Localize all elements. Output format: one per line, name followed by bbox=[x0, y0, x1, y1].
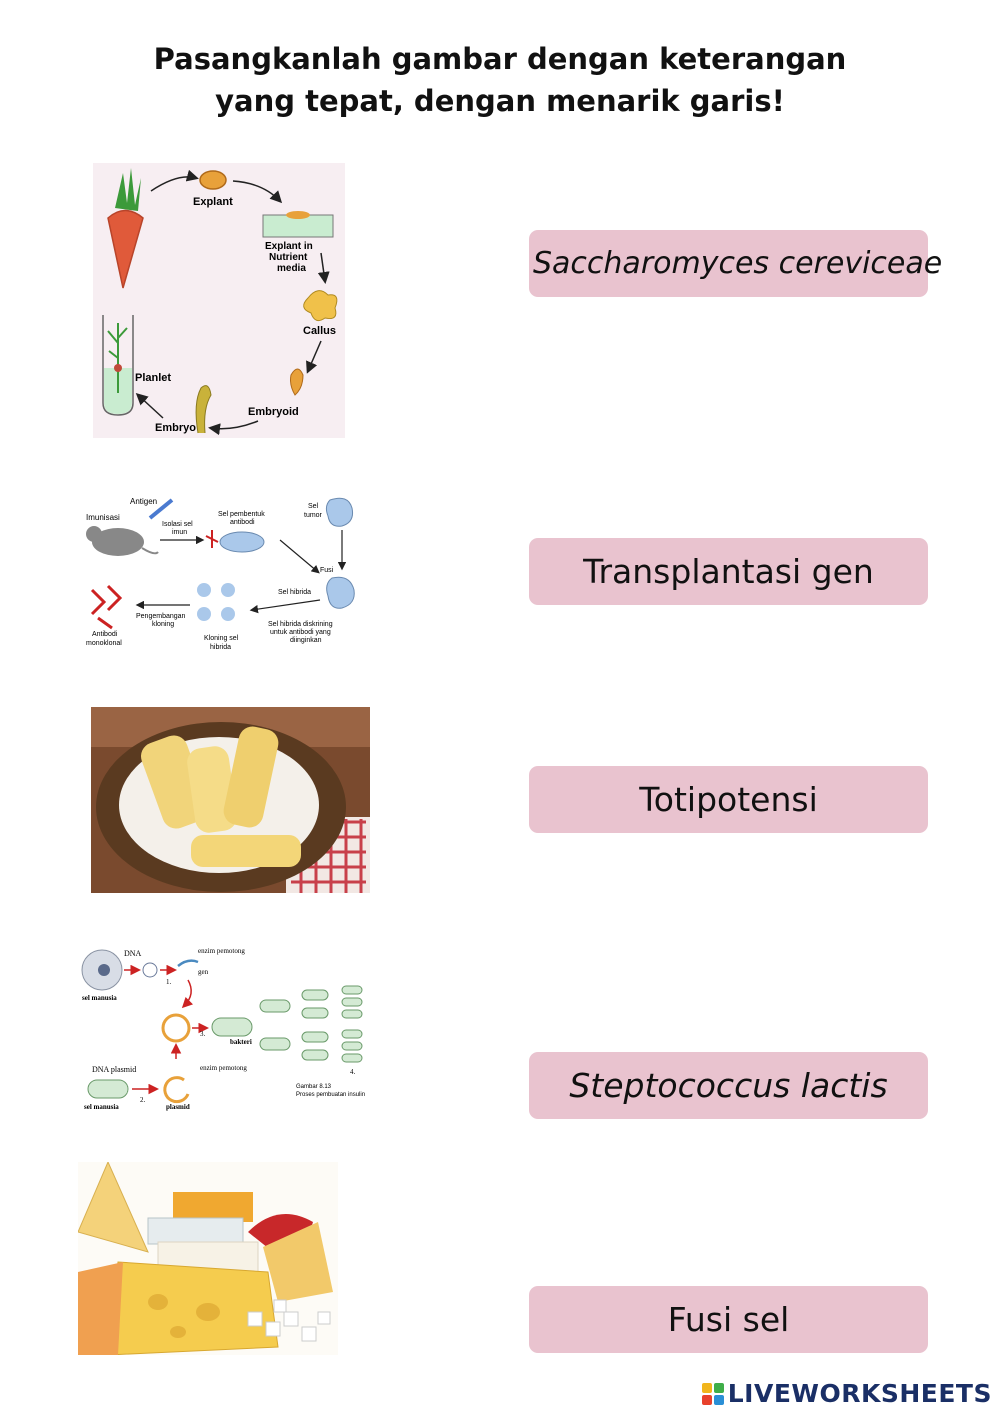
dna-text: DNA bbox=[124, 949, 142, 958]
imunisasi-text: Imunisasi bbox=[86, 513, 120, 522]
gambar-text-2: Proses pembuatan insulin bbox=[296, 1092, 365, 1098]
step-3-text: 3. bbox=[200, 1030, 206, 1038]
hybrid-clones-icon bbox=[197, 583, 235, 621]
label-steptococcus-text: Steptococcus lactis bbox=[569, 1066, 888, 1105]
diskrining-text-2: untuk antibodi yang bbox=[270, 629, 331, 636]
label-transplantasi-gen-text: Transplantasi gen bbox=[583, 552, 874, 591]
label-totipotensi[interactable]: Totipotensi bbox=[529, 766, 928, 833]
pengembangan-text-1: Pengembangan bbox=[136, 613, 186, 620]
cheese-photo[interactable] bbox=[78, 1162, 338, 1355]
carrot-icon bbox=[107, 168, 144, 289]
label-fusi-sel[interactable]: Fusi sel bbox=[529, 1286, 928, 1353]
open-plasmid-icon bbox=[163, 1076, 190, 1104]
diskrining-text-3: diinginkan bbox=[290, 637, 322, 644]
explant-media-text-1: Explant in bbox=[265, 241, 313, 252]
tissue-culture-image[interactable]: Explant Explant in Nutrient media Callus… bbox=[93, 163, 345, 438]
kloning-text-1: Kloning sel bbox=[204, 635, 239, 642]
brand-text: LIVEWORKSHEETS bbox=[727, 1379, 992, 1408]
blue-cheese-icon bbox=[147, 1217, 244, 1245]
isolasi-text-2: imun bbox=[172, 529, 187, 536]
liveworksheets-logo-icon bbox=[701, 1382, 724, 1405]
gen-text: gen bbox=[198, 968, 209, 976]
syringe-icon bbox=[148, 498, 174, 520]
insulin-production-image[interactable]: DNA sel manusia enzim pemotong gen 1. 3.… bbox=[80, 944, 370, 1114]
label-fusi-sel-text: Fusi sel bbox=[667, 1300, 790, 1339]
feta-cubes-icon bbox=[247, 1299, 331, 1342]
petri-dish-icon bbox=[262, 211, 334, 238]
planlet-text: Planlet bbox=[135, 372, 171, 384]
bacterium-source-icon bbox=[87, 1079, 129, 1099]
kloning-text-2: hibrida bbox=[210, 644, 231, 651]
explant-icon bbox=[199, 170, 227, 190]
antibody-small-icon bbox=[205, 530, 219, 548]
hybrid-cell-icon bbox=[326, 576, 355, 609]
bakteri-text: bakteri bbox=[230, 1038, 252, 1046]
dna-coil-icon bbox=[142, 962, 158, 978]
label-totipotensi-text: Totipotensi bbox=[639, 780, 818, 819]
antibodi-text-1: Antibodi bbox=[92, 631, 118, 638]
enzim-text-2: enzim pemotong bbox=[200, 1064, 247, 1072]
isolasi-text-1: Isolasi sel bbox=[162, 521, 193, 528]
gambar-text-1: Gambar 8.13 bbox=[296, 1084, 332, 1090]
diskrining-text-1: Sel hibrida diskrining bbox=[268, 621, 333, 628]
bacterium-icon bbox=[211, 1017, 253, 1037]
fusi-text: Fusi bbox=[320, 567, 334, 574]
antibodies-icon bbox=[90, 584, 123, 630]
swiss-cheese-icon bbox=[107, 1261, 279, 1355]
explant-media-text-2: Nutrient bbox=[269, 252, 308, 263]
plasmid-text: plasmid bbox=[166, 1103, 190, 1111]
explant-media-text-3: media bbox=[277, 263, 306, 274]
cheese-wedge-icon bbox=[78, 1162, 149, 1253]
antigen-text: Antigen bbox=[130, 497, 157, 506]
bacteria-colonies-icon bbox=[259, 985, 363, 1063]
explant-text: Explant bbox=[193, 196, 233, 208]
sel-hibrida-text: Sel hibrida bbox=[278, 589, 311, 596]
label-saccharomyces[interactable]: Saccharomyces cereviceae bbox=[529, 230, 942, 297]
monoclonal-antibody-image[interactable]: Antigen Imunisasi Isolasi sel imun Sel p… bbox=[80, 490, 370, 660]
dna-plasmid-text: DNA plasmid bbox=[92, 1065, 136, 1074]
title-line-1: Pasangkanlah gambar dengan keterangan bbox=[153, 42, 847, 76]
step-1-text: 1. bbox=[166, 978, 172, 986]
title-line-2: yang tepat, dengan menarik garis! bbox=[215, 84, 785, 118]
callus-text: Callus bbox=[303, 325, 336, 337]
step-4-text: 4. bbox=[350, 1068, 356, 1076]
tape-photo[interactable] bbox=[91, 707, 370, 893]
tumor-cell-icon bbox=[325, 497, 353, 527]
label-saccharomyces-text: Saccharomyces cereviceae bbox=[533, 246, 943, 281]
cheese-block-icon bbox=[173, 1192, 253, 1222]
label-steptococcus[interactable]: Steptococcus lactis bbox=[529, 1052, 928, 1119]
embryoid-text: Embryoid bbox=[248, 406, 299, 418]
recombinant-plasmid-icon bbox=[161, 1013, 191, 1043]
b-cell-icon bbox=[219, 531, 265, 553]
liveworksheets-brand[interactable]: LIVEWORKSHEETS bbox=[701, 1379, 992, 1408]
sel-pembentuk-text-1: Sel pembentuk bbox=[218, 511, 265, 518]
pengembangan-text-2: kloning bbox=[152, 621, 174, 628]
sel-manusia-text-2: sel manusia bbox=[84, 1103, 119, 1111]
embryo-text: Embryo bbox=[155, 422, 196, 434]
antibodi-text-2: monoklonal bbox=[86, 640, 122, 647]
callus-icon bbox=[303, 290, 338, 322]
embryo-icon bbox=[195, 385, 212, 434]
worksheet-title: Pasangkanlah gambar dengan keterangan ya… bbox=[0, 38, 1000, 122]
sel-pembentuk-text-2: antibodi bbox=[230, 519, 255, 526]
sel-tumor-text-1: Sel bbox=[308, 503, 319, 510]
enzim-text-1: enzim pemotong bbox=[198, 947, 245, 955]
sel-manusia-text-1: sel manusia bbox=[82, 994, 117, 1002]
gene-strand-icon bbox=[177, 959, 199, 967]
mouse-icon bbox=[86, 526, 159, 556]
embryoid-icon bbox=[290, 368, 304, 396]
tape-pieces-icon bbox=[141, 726, 301, 867]
label-transplantasi-gen[interactable]: Transplantasi gen bbox=[529, 538, 928, 605]
sel-tumor-text-2: tumor bbox=[304, 512, 323, 519]
step-2-text: 2. bbox=[140, 1096, 146, 1104]
planlet-tube-icon bbox=[102, 315, 134, 416]
